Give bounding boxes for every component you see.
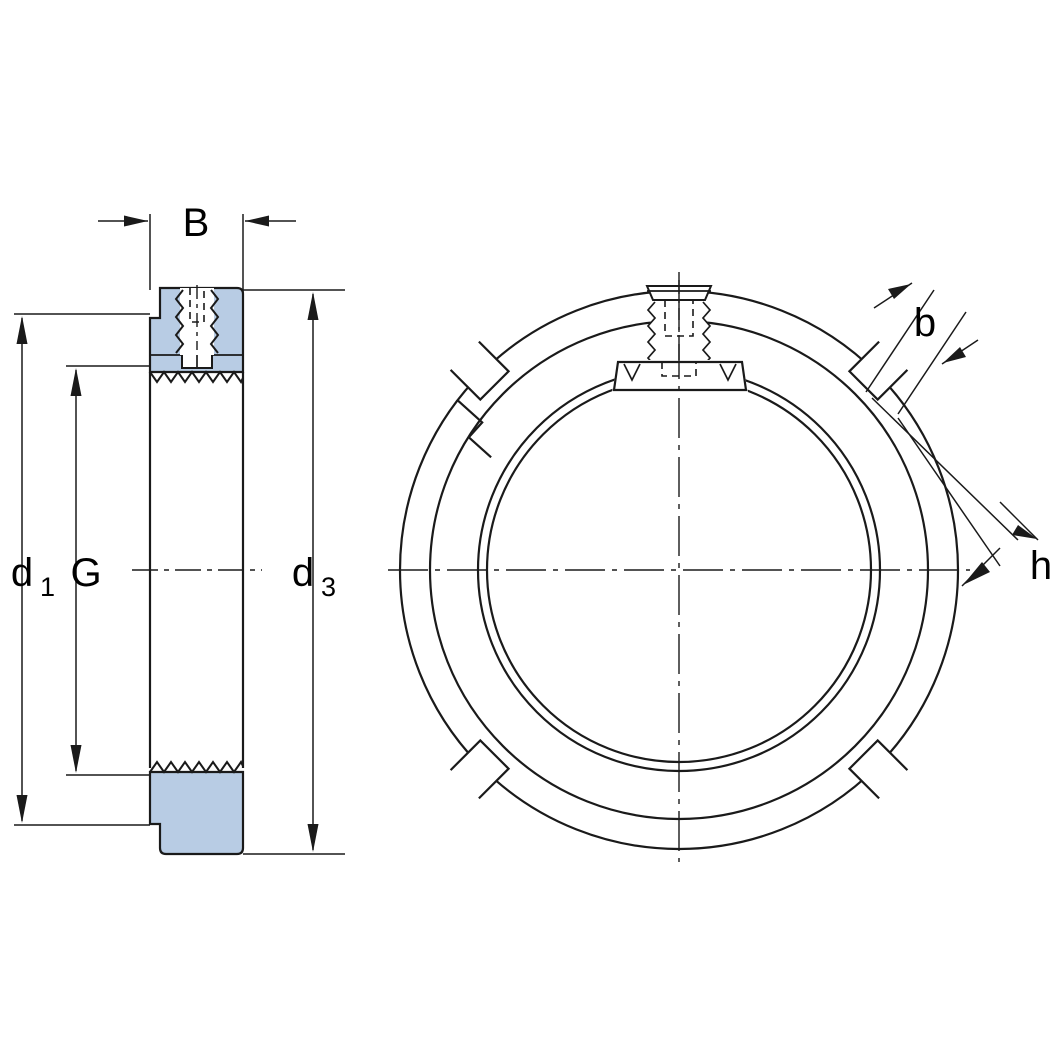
screw-thread-right-face [701,301,712,367]
slot-lr-mask [849,740,908,799]
dimension-h: h [871,397,1052,588]
dim-d3-arrow-top [307,292,319,320]
slot-lr [847,738,909,800]
dim-d1-arrow-top [16,316,28,344]
dim-d3-label: d [292,551,314,595]
upper-thread-profile [149,370,244,384]
dim-h-line-1 [999,501,1039,541]
slot-ur-mask [849,341,908,400]
dim-d1-label: d [11,551,33,595]
dim-G-arrow-top [70,368,82,396]
dim-h-ext-2 [897,417,1001,567]
slots [449,340,909,800]
screw-thread-left [174,289,185,354]
lower-thread-profile [149,760,244,774]
radial-slot-upper-left [456,398,505,459]
keyway-seat [612,360,748,392]
dim-b-label: b [914,301,936,345]
dimension-b: b [865,282,979,415]
locking-screw-bore [174,285,220,369]
keyway-notch-left [623,363,641,382]
dim-h-arrow-2 [963,562,990,585]
lower-section-body [148,760,245,856]
dim-B-arrow-right [245,215,269,227]
screw-thread-left-face [646,301,657,367]
slot-ul [449,340,511,402]
dim-h-label: h [1030,544,1052,588]
slot-ll-mask [450,740,509,799]
keyway-notch-right [719,363,737,382]
slot-ll-outline [449,738,511,800]
slot-ur [847,340,909,402]
lower-section-fill [148,770,245,856]
dim-d1-label-sub: 1 [40,572,55,602]
dim-B-arrow-left [124,215,148,227]
slot-mask-ul [456,399,505,458]
dim-G-arrow-bottom [70,745,82,773]
screw-thread-right [209,289,220,354]
dim-G-label: G [70,551,101,595]
slot-ul-mask [450,341,509,400]
dim-b-arrow-2 [943,347,966,363]
keyway-mask [612,360,748,392]
slot-lr-outline [847,738,909,800]
dim-d3-arrow-bottom [307,824,319,852]
dimension-B: B [98,201,296,292]
slot-ul-outline [449,340,511,402]
dim-B-label: B [183,201,210,245]
slot-ll [449,738,511,800]
dimension-d1: d 1 [11,313,150,826]
upper-inner-thread [149,370,244,384]
dimension-d3: d 3 [243,289,345,855]
dim-b-ext-1 [865,289,935,393]
dim-d3-label-sub: 3 [321,572,336,602]
dimension-G: G [66,365,150,776]
radial-slot-group [456,398,505,459]
dim-b-arrow-1 [888,284,911,299]
face-view [388,272,970,862]
dim-b-ext-2 [897,311,967,415]
keyway-outline [612,360,748,392]
slot-ur-outline [847,340,909,402]
dim-h-arrow-1 [1012,525,1037,539]
section-side-view [132,285,262,856]
dim-d1-arrow-bottom [16,795,28,823]
slot-outline-ul [456,398,492,459]
dim-h-ext-1 [871,397,1019,541]
